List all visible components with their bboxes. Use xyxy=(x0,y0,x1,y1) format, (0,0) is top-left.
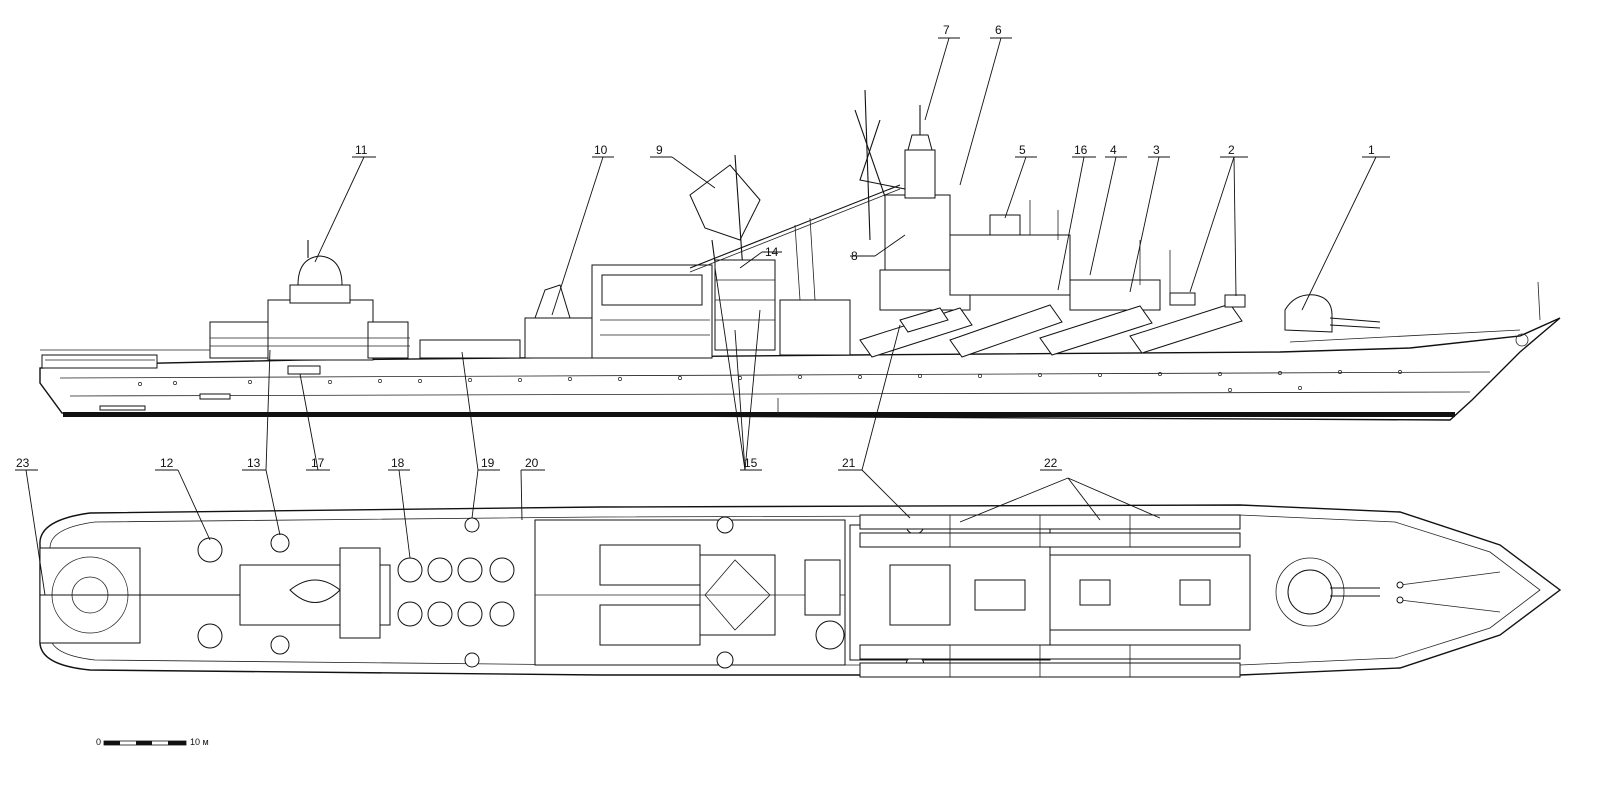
callout-leaders xyxy=(15,37,1390,596)
callout-12: 12 xyxy=(160,456,174,470)
plan-missile-tubes xyxy=(859,514,1241,678)
callout-4: 4 xyxy=(1110,143,1117,157)
callout-18: 18 xyxy=(391,456,405,470)
callout-8: 8 xyxy=(851,249,858,263)
callout-7: 7 xyxy=(943,23,950,37)
callout-20: 20 xyxy=(525,456,539,470)
callout-6: 6 xyxy=(995,23,1002,37)
plan-view xyxy=(39,504,1562,678)
vls-cells xyxy=(397,557,515,627)
scale-start-label: 0 xyxy=(96,737,101,747)
side-portholes xyxy=(138,370,1402,392)
plan-forward-gun xyxy=(1287,569,1333,615)
callout-13: 13 xyxy=(247,456,261,470)
callout-21: 21 xyxy=(842,456,856,470)
callout-10: 10 xyxy=(594,143,608,157)
callout-16: 16 xyxy=(1074,143,1088,157)
callout-numbers: 1 2 3 4 16 5 6 7 8 9 10 11 14 23 12 13 1… xyxy=(16,23,1375,470)
scale-end-label: 10 м xyxy=(190,737,209,747)
scale-bar: 0 10 м xyxy=(96,737,209,747)
callout-19: 19 xyxy=(481,456,495,470)
callout-11: 11 xyxy=(355,143,368,157)
missile-tubes xyxy=(859,303,1243,358)
callout-1: 1 xyxy=(1368,143,1375,157)
callout-22: 22 xyxy=(1044,456,1058,470)
callout-2: 2 xyxy=(1228,143,1235,157)
callout-15: 15 xyxy=(744,456,758,470)
callout-5: 5 xyxy=(1019,143,1026,157)
side-waterline xyxy=(63,412,1455,417)
callout-3: 3 xyxy=(1153,143,1160,157)
side-view xyxy=(39,89,1561,421)
callout-14: 14 xyxy=(765,245,779,259)
radar-array xyxy=(689,164,761,241)
callout-9: 9 xyxy=(656,143,663,157)
callout-17: 17 xyxy=(311,456,325,470)
forward-gun xyxy=(1284,294,1333,333)
callout-23: 23 xyxy=(16,456,30,470)
radar-dome-aft xyxy=(297,255,343,286)
